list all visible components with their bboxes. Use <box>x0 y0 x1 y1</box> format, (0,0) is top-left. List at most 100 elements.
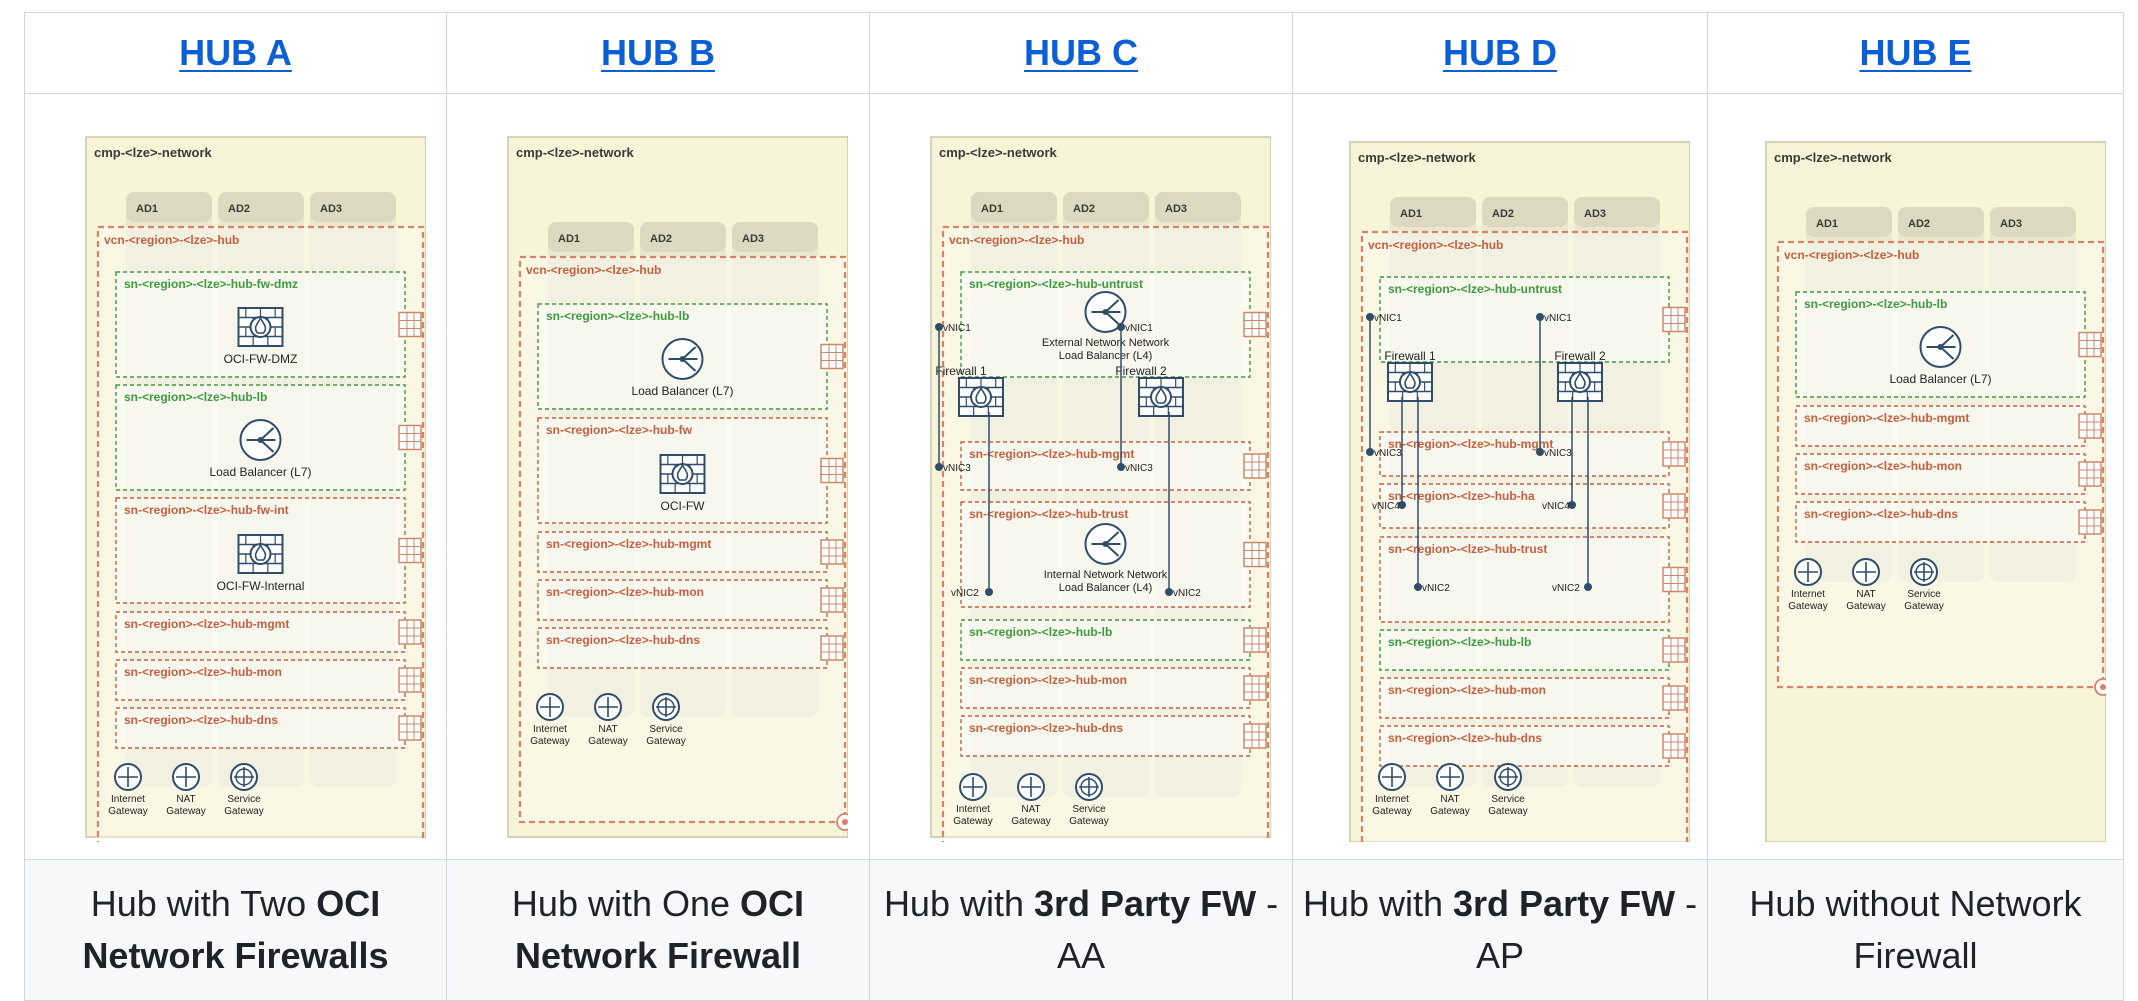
caption-bold: 3rd Party FW <box>1034 883 1257 924</box>
availability-domain <box>125 191 212 787</box>
internet-gateway-icon <box>536 692 564 721</box>
compartment-label: cmp-<lze>-network <box>1358 150 1477 165</box>
vnic-dot <box>1165 587 1173 596</box>
internet-gateway-icon <box>959 772 987 801</box>
hub-c-link[interactable]: HUB C <box>1024 32 1138 73</box>
caption-text: Hub with <box>1302 883 1454 924</box>
availability-domain-tab <box>1574 196 1660 227</box>
route-table-icon <box>1243 674 1267 701</box>
route-table-icon <box>1662 440 1686 467</box>
subnet-label: sn-<region>-<lze>-hub-mon <box>1388 683 1546 697</box>
route-table-icon <box>1243 626 1267 653</box>
route-table-icon <box>397 714 422 741</box>
subnet-label: sn-<region>-<lze>-hub-fw <box>546 423 693 437</box>
load-balancer-icon <box>661 337 704 380</box>
availability-domain <box>1155 191 1241 797</box>
subnet-label: sn-<region>-<lze>-hub-fw-dmz <box>124 277 298 291</box>
internet-gateway-icon <box>1793 557 1822 586</box>
subnet-label: sn-<region>-<lze>-hub-ha <box>1388 489 1535 503</box>
availability-domain <box>1805 206 1892 582</box>
ad-label: AD1 <box>558 233 580 245</box>
subnet-label: sn-<region>-<lze>-hub-mgmt <box>124 617 289 631</box>
vnic-label: vNIC1 <box>1125 323 1153 334</box>
route-table-icon <box>1662 492 1686 519</box>
service-gateway-icon <box>1075 772 1103 801</box>
subnet-box <box>960 666 1251 709</box>
caption-text: Hub with Two <box>90 883 317 924</box>
caption-bold: OCI Network Firewall <box>514 883 805 976</box>
ad-label: AD1 <box>981 203 1003 215</box>
availability-domain-tab <box>1063 191 1149 222</box>
subnet-label: sn-<region>-<lze>-hub-mon <box>1804 459 1962 473</box>
hub-d-link[interactable]: HUB D <box>1443 32 1557 73</box>
header-row: HUB A HUB B HUB C HUB D HUB E <box>24 12 2124 94</box>
subnet-label: sn-<region>-<lze>-hub-dns <box>1388 731 1542 745</box>
gateway-label: NAT <box>1440 794 1459 805</box>
caption-hub-d: Hub with 3rd Party FW - AP <box>1292 859 1708 1001</box>
subnet-label: sn-<region>-<lze>-hub-lb <box>546 309 689 323</box>
vnic-label: vNIC2 <box>1422 583 1450 594</box>
vnic-dot <box>1414 582 1422 591</box>
icon-label: OCI-FW-Internal <box>216 579 304 593</box>
gateway-label: Internet <box>1375 794 1409 805</box>
firewall-icon <box>237 306 283 347</box>
availability-domain <box>548 221 634 717</box>
availability-domain-tab <box>1482 196 1568 227</box>
subnet-label: sn-<region>-<lze>-hub-mgmt <box>1388 437 1553 451</box>
subnet-label: sn-<region>-<lze>-hub-lb <box>969 625 1112 639</box>
caption-hub-e: Hub without Network Firewall <box>1707 859 2124 1001</box>
firewall-icon <box>1138 376 1184 417</box>
subnet-label: sn-<region>-<lze>-hub-trust <box>969 507 1128 521</box>
subnet-label: sn-<region>-<lze>-hub-fw-int <box>124 503 289 517</box>
gateway-label: Gateway <box>224 806 263 817</box>
ad-label: AD1 <box>1400 208 1422 220</box>
gateway-label: Gateway <box>646 736 685 747</box>
subnet-box <box>114 610 406 653</box>
gateway-label: Gateway <box>166 806 205 817</box>
icon-label: Internal Network Network <box>1044 569 1168 581</box>
subnet-label: sn-<region>-<lze>-hub-untrust <box>969 277 1143 291</box>
ad-label: AD3 <box>1165 203 1187 215</box>
ad-label: AD3 <box>2000 218 2022 230</box>
route-table-icon <box>397 666 422 693</box>
subnet-box <box>960 440 1251 491</box>
vnic-dot <box>935 322 943 331</box>
vnic-label: vNIC2 <box>1173 588 1201 599</box>
firewall-icon <box>659 453 706 494</box>
route-table-icon <box>397 537 422 563</box>
firewall-label: Firewall 1 <box>935 364 987 378</box>
subnet-box <box>537 578 828 621</box>
load-balancer-icon <box>239 418 281 461</box>
gateway-label: NAT <box>1021 804 1040 815</box>
route-table-icon <box>1662 684 1686 711</box>
availability-domain <box>309 191 396 787</box>
route-table-icon <box>1662 732 1686 759</box>
compartment-label: cmp-<lze>-network <box>94 145 213 160</box>
nat-gateway-icon <box>1017 772 1045 801</box>
hub-e-link[interactable]: HUB E <box>1859 32 1972 73</box>
firewall-label: Firewall 2 <box>1554 349 1606 363</box>
gateway-label: Internet <box>1791 589 1825 600</box>
availability-domain-tab <box>732 221 818 252</box>
hub-a-link[interactable]: HUB A <box>179 32 292 73</box>
vnic-dot <box>1536 312 1544 321</box>
caption-hub-b: Hub with One OCI Network Firewall <box>446 859 870 1001</box>
caption-text: Hub without Network Firewall <box>1749 883 2082 976</box>
availability-domain <box>1482 196 1568 787</box>
subnet-box <box>114 383 406 491</box>
vcn-label: vcn-<region>-<lze>-hub <box>1368 238 1503 252</box>
header-hub-a: HUB A <box>24 12 447 94</box>
gateway-label: NAT <box>598 724 617 735</box>
vcn-label: vcn-<region>-<lze>-hub <box>104 233 239 247</box>
service-gateway-icon <box>1909 557 1938 586</box>
vnic-label: vNIC2 <box>1552 583 1580 594</box>
compartment-label: cmp-<lze>-network <box>516 145 635 160</box>
hub-b-link[interactable]: HUB B <box>601 32 715 73</box>
gateway-label: Gateway <box>1904 601 1943 612</box>
